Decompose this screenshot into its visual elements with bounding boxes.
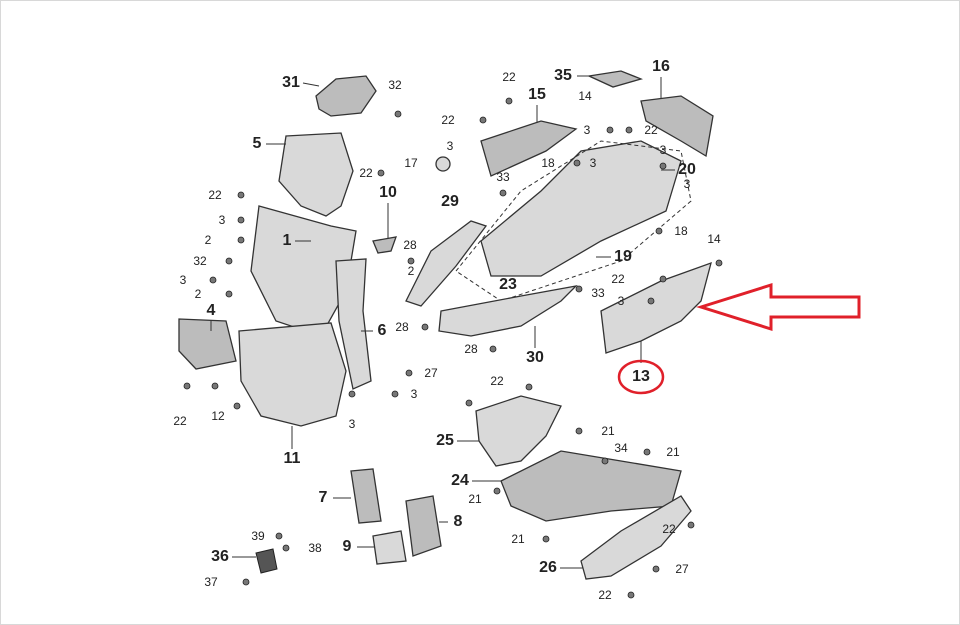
callout-small: 2 xyxy=(194,287,202,301)
callout-small: 3 xyxy=(218,213,226,227)
callout-small: 3 xyxy=(589,156,597,170)
callout-11: 11 xyxy=(283,450,301,467)
callout-16: 16 xyxy=(652,58,670,75)
callout-small: 14 xyxy=(707,232,721,246)
part-7 xyxy=(350,468,382,524)
callout-small: 3 xyxy=(617,294,625,308)
part-16 xyxy=(640,95,714,158)
callout-8: 8 xyxy=(453,513,463,530)
callout-small: 3 xyxy=(410,387,418,401)
callout-small: 37 xyxy=(204,575,218,589)
callout-6: 6 xyxy=(377,322,387,339)
callout-small: 22 xyxy=(644,123,658,137)
callout-small: 3 xyxy=(683,177,691,191)
callout-small: 21 xyxy=(511,532,525,546)
callout-9: 9 xyxy=(342,538,352,555)
part-9 xyxy=(372,530,407,565)
part-15 xyxy=(480,120,578,177)
callout-small: 22 xyxy=(208,188,222,202)
callout-small: 12 xyxy=(211,409,225,423)
callout-small: 18 xyxy=(541,156,555,170)
part-26 xyxy=(580,495,692,580)
callout-small: 22 xyxy=(598,588,612,602)
callout-small: 22 xyxy=(611,272,625,286)
callout-26: 26 xyxy=(539,559,557,576)
callout-small: 38 xyxy=(308,541,322,555)
part-24-floor xyxy=(500,450,682,522)
callout-36: 36 xyxy=(211,548,229,565)
part-29 xyxy=(405,220,488,307)
callout-small: 14 xyxy=(578,89,592,103)
callout-1: 1 xyxy=(282,232,292,249)
callout-small: 3 xyxy=(583,123,591,137)
callout-small: 22 xyxy=(490,374,504,388)
callout-small: 33 xyxy=(591,286,605,300)
part-19-storage-box xyxy=(480,140,682,277)
callout-small: 22 xyxy=(173,414,187,428)
callout-19: 19 xyxy=(614,248,632,265)
part-36 xyxy=(255,548,278,574)
callout-small: 39 xyxy=(251,529,265,543)
part-25 xyxy=(475,395,562,467)
callout-small: 3 xyxy=(446,139,454,153)
callout-5: 5 xyxy=(252,135,262,152)
callout-small: 32 xyxy=(193,254,207,268)
callout-small: 22 xyxy=(441,113,455,127)
callout-20: 20 xyxy=(678,161,696,178)
callout-13-highlighted: 13 xyxy=(632,368,650,385)
part-13-side-cover xyxy=(600,261,712,354)
callout-7: 7 xyxy=(318,489,328,506)
callout-small: 3 xyxy=(348,417,356,431)
part-30 xyxy=(438,284,578,337)
callout-small: 21 xyxy=(468,492,482,506)
callout-small: 34 xyxy=(614,441,628,455)
callout-small: 22 xyxy=(502,70,516,84)
part-31 xyxy=(315,75,377,117)
part-4-grille xyxy=(178,318,237,370)
callout-small: 27 xyxy=(675,562,689,576)
callout-4: 4 xyxy=(206,302,216,319)
callout-29: 29 xyxy=(441,193,459,210)
part-5-windscreen xyxy=(278,132,354,217)
callout-small: 28 xyxy=(395,320,409,334)
part-10 xyxy=(372,236,397,254)
callout-small: 32 xyxy=(388,78,402,92)
part-1-front-shield xyxy=(250,205,357,337)
callout-31: 31 xyxy=(282,74,300,91)
part-35 xyxy=(586,70,644,88)
callout-small: 21 xyxy=(601,424,615,438)
callout-small: 3 xyxy=(179,273,187,287)
fasteners xyxy=(183,97,723,599)
callout-small: 3 xyxy=(659,143,667,157)
callout-small: 2 xyxy=(204,233,212,247)
highlight-arrow xyxy=(695,282,861,332)
callout-15: 15 xyxy=(528,86,546,103)
callout-small: 18 xyxy=(674,224,688,238)
callout-small: 27 xyxy=(424,366,438,380)
part-23-outline xyxy=(455,140,692,302)
callout-small: 22 xyxy=(662,522,676,536)
part-17 xyxy=(435,156,451,172)
callout-25: 25 xyxy=(436,432,454,449)
callout-24: 24 xyxy=(451,472,469,489)
callout-small: 28 xyxy=(464,342,478,356)
callout-small: 21 xyxy=(666,445,680,459)
callout-small: 22 xyxy=(359,166,373,180)
callout-small: 28 xyxy=(403,238,417,252)
callout-small: 33 xyxy=(496,170,510,184)
callout-35: 35 xyxy=(554,67,572,84)
leader-lines xyxy=(210,75,675,569)
part-6 xyxy=(335,258,372,390)
part-11-front-lower xyxy=(238,322,347,427)
callout-small: 2 xyxy=(407,264,415,278)
part-8 xyxy=(405,495,442,557)
callout-30: 30 xyxy=(526,349,544,366)
callout-10: 10 xyxy=(379,184,397,201)
highlight-circle xyxy=(617,359,665,395)
callout-23: 23 xyxy=(499,276,517,293)
callout-small: 17 xyxy=(404,156,418,170)
